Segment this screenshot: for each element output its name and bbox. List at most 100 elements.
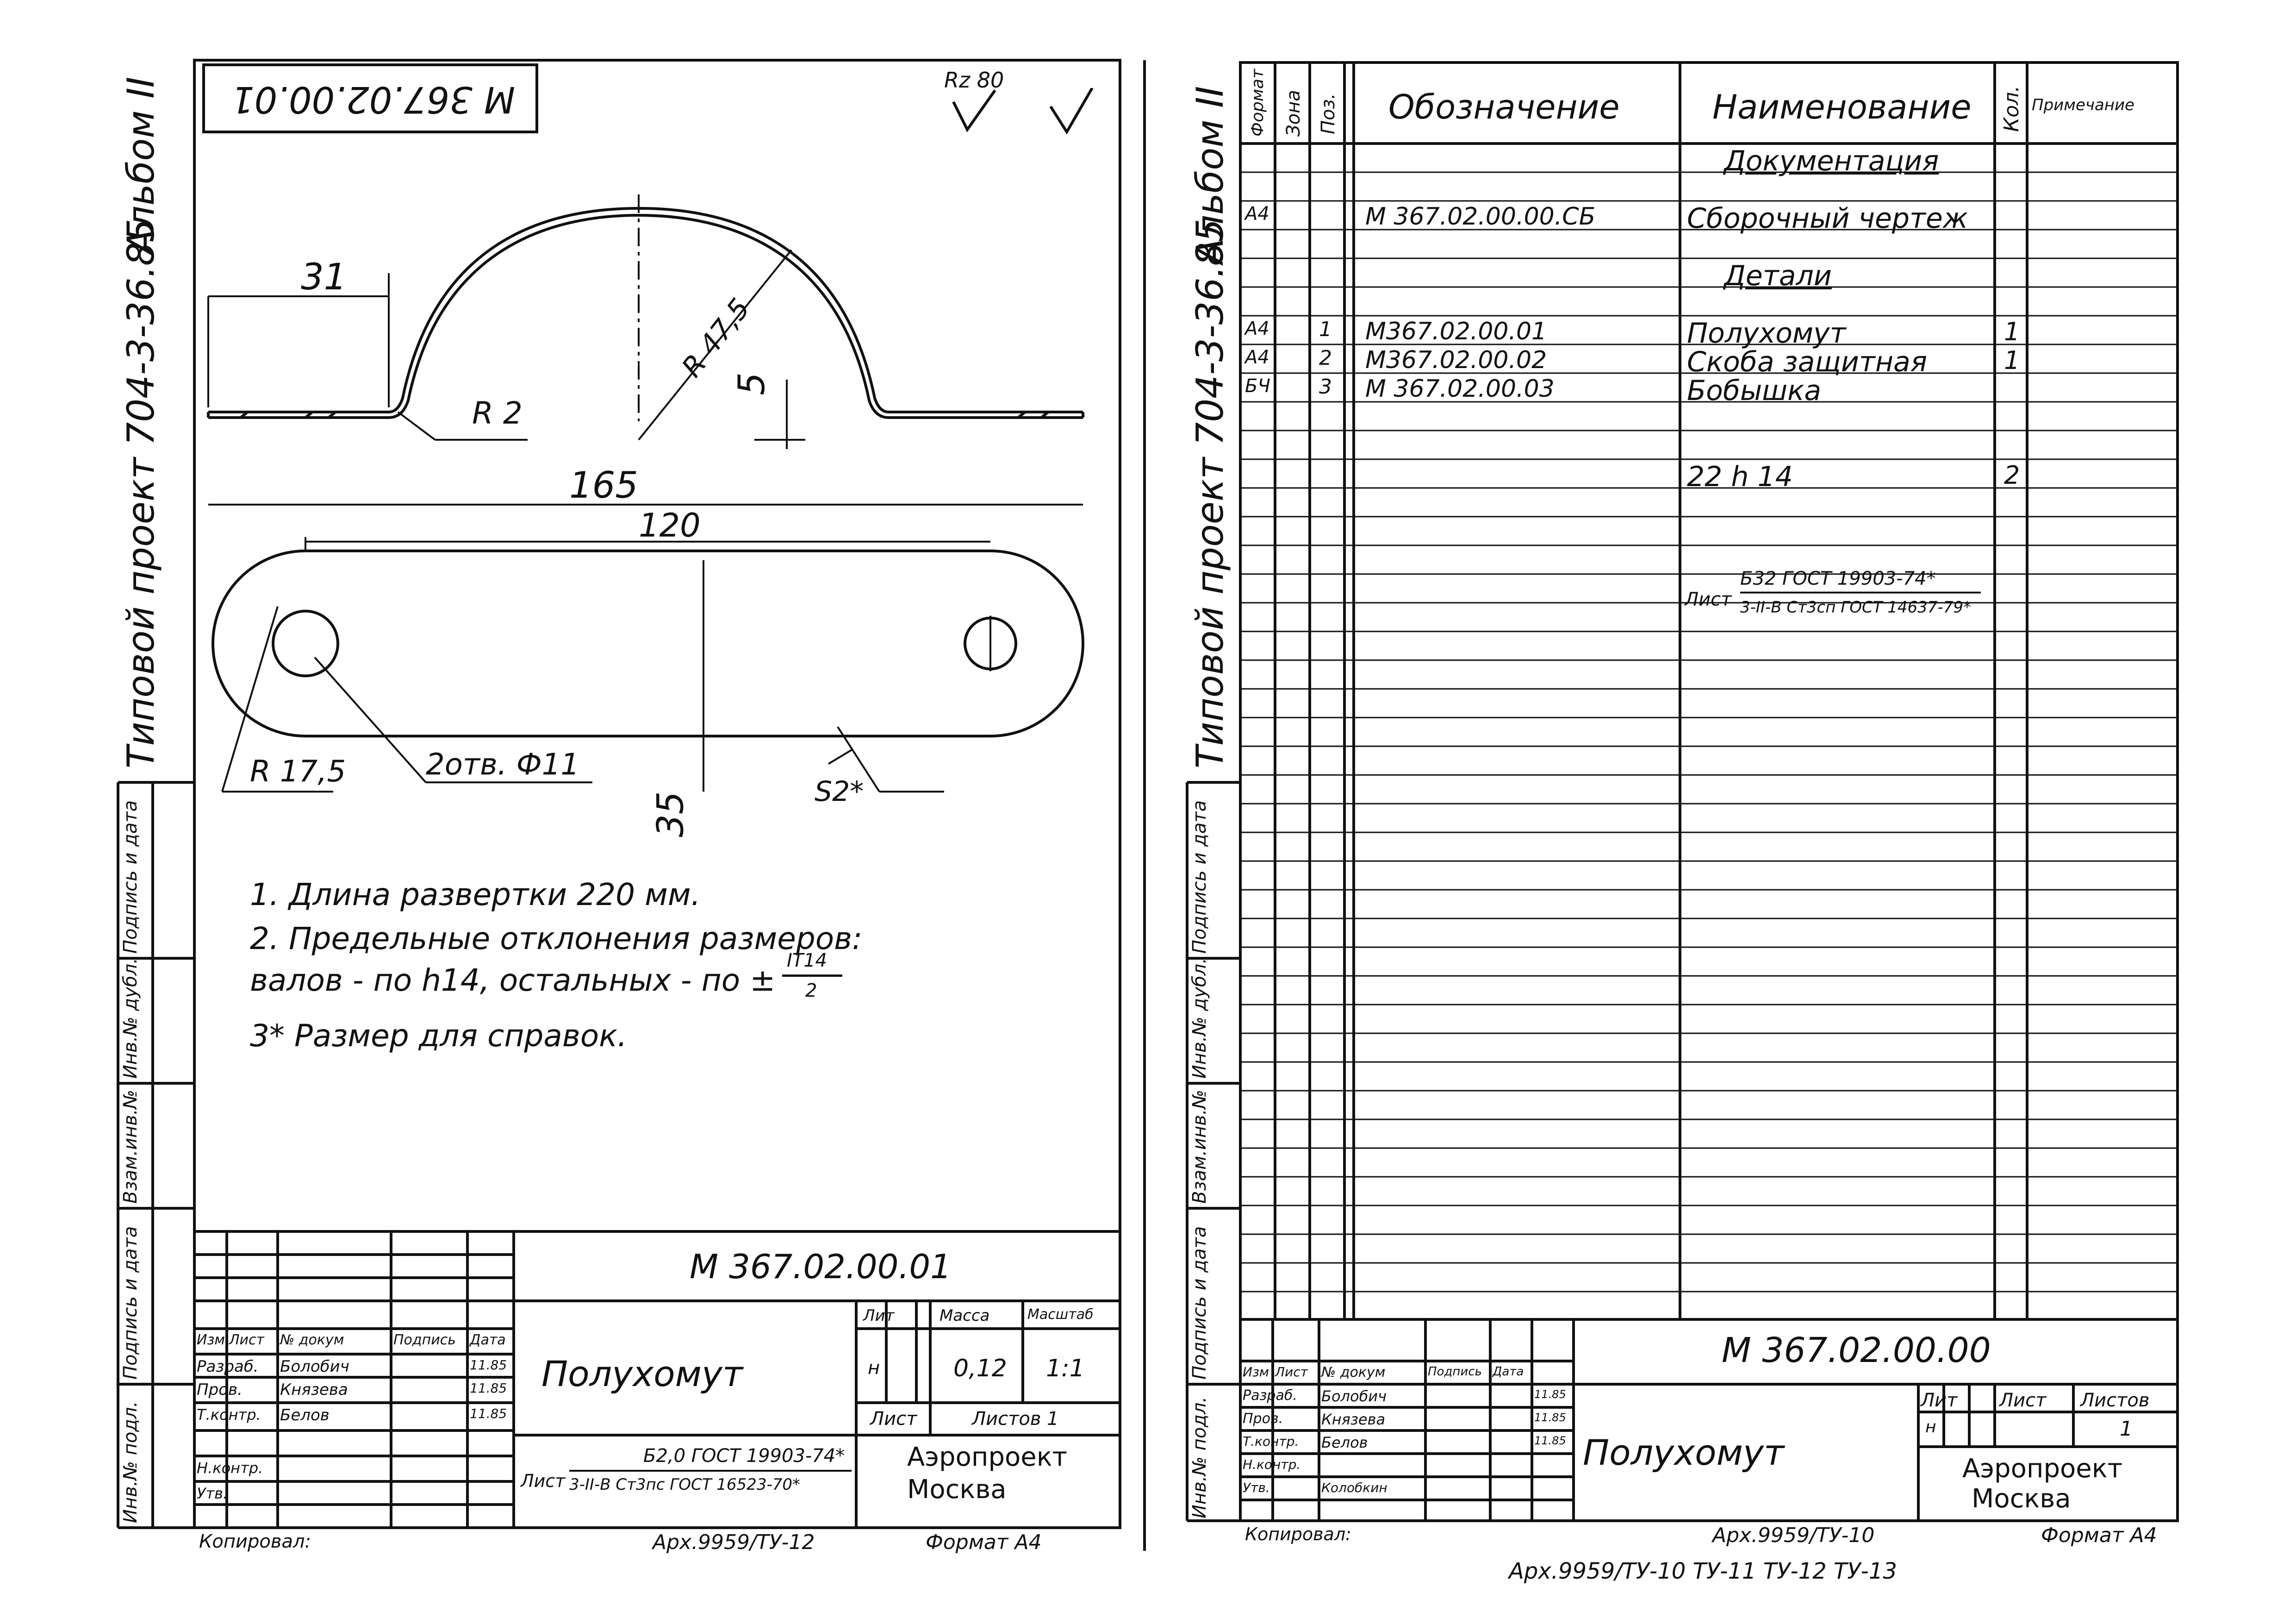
tb-left-name: Полухомут bbox=[541, 1353, 743, 1394]
spec-cell-name: Бобышка bbox=[1687, 375, 1822, 407]
tb-left-sheet-label: Лист bbox=[870, 1408, 917, 1430]
sheet-divider bbox=[1143, 60, 1146, 1551]
dim-holes: 2отв. Ф11 bbox=[426, 748, 580, 782]
spec-row-lines bbox=[1240, 171, 2178, 1293]
spec-cell-name: 22 h 14 bbox=[1687, 461, 1793, 493]
hdr-name: Наименование bbox=[1712, 87, 1972, 126]
spec-cell-des: М 367.02.00.03 bbox=[1365, 375, 1555, 403]
note-1: 1. Длина развертки 220 мм. bbox=[250, 877, 701, 912]
tb-left-r2-a: Пров. bbox=[197, 1380, 243, 1399]
tb-left-material-bar bbox=[569, 1470, 852, 1472]
footer-archive: Арх.9959/ТУ-10 ТУ-11 ТУ-12 ТУ-13 bbox=[1509, 1558, 1897, 1584]
hdr-zone: Зона bbox=[1283, 90, 1304, 137]
spec-cell-qty: 2 bbox=[2004, 461, 2020, 490]
tb-left-material-prefix: Лист bbox=[521, 1471, 566, 1491]
tb-left-city: Москва bbox=[907, 1474, 1007, 1505]
right-archive: Арх.9959/ТУ-10 bbox=[1712, 1524, 1875, 1547]
tb-left-r3-c: Белов bbox=[280, 1406, 330, 1424]
tb-right-r2-e: 11.85 bbox=[1534, 1411, 1566, 1424]
spec-cell-des: М 367.02.00.00.СБ bbox=[1365, 203, 1596, 231]
note-frac-num: IT14 bbox=[787, 950, 828, 971]
roughness-check-icon bbox=[952, 88, 1094, 135]
tb-right-r5-a: Утв. bbox=[1243, 1480, 1270, 1495]
spec-cell-name: Скоба защитная bbox=[1687, 346, 1927, 378]
tb-left-designation: М 367.02.00.01 bbox=[690, 1247, 952, 1286]
part-drawing bbox=[207, 194, 1084, 793]
tb-left-scale-label: Масштаб bbox=[1027, 1306, 1094, 1323]
spec-material-bar bbox=[1740, 592, 1981, 593]
spec-cell-pos: 3 bbox=[1319, 375, 1332, 399]
note-frac-bar bbox=[782, 974, 842, 977]
dim-165: 165 bbox=[569, 465, 638, 506]
spec-cell-des: М367.02.00.01 bbox=[1365, 318, 1547, 345]
tb-left-r0-a: Изм bbox=[197, 1332, 225, 1348]
tb-left-org: Аэропроект bbox=[907, 1442, 1068, 1472]
hdr-qty: Кол. bbox=[2000, 85, 2023, 132]
hdr-note: Примечание bbox=[2032, 96, 2134, 114]
tb-left-r0-e: Дата bbox=[470, 1332, 506, 1348]
tb-left-r2-e: 11.85 bbox=[470, 1380, 507, 1396]
tb-left-mass-label: Масса bbox=[940, 1306, 990, 1325]
tb-right-name: Полухомут bbox=[1583, 1432, 1785, 1473]
left-copied: Копировал: bbox=[199, 1531, 311, 1552]
tb-left-r1-c: Болобич bbox=[280, 1357, 349, 1376]
spec-cell-des: М367.02.00.02 bbox=[1365, 346, 1547, 374]
right-format: Формат А4 bbox=[2041, 1524, 2157, 1547]
tb-right-r3-c: Белов bbox=[1321, 1434, 1368, 1451]
tb-right-r3-a: Т.контр. bbox=[1243, 1434, 1299, 1449]
tb-right-sheet-label: Лист bbox=[1999, 1390, 2047, 1411]
tb-left-r3-e: 11.85 bbox=[470, 1406, 507, 1421]
tb-right-r1-e: 11.85 bbox=[1534, 1388, 1566, 1401]
tb-right-r0-d: Подпись bbox=[1428, 1365, 1482, 1379]
tb-left-lit-label: Лит bbox=[863, 1306, 895, 1325]
spec-material-top: Б32 ГОСТ 19903-74* bbox=[1740, 568, 1936, 589]
tb-right-lit-label: Лит bbox=[1921, 1390, 1958, 1411]
tb-left-mass: 0,12 bbox=[953, 1355, 1007, 1382]
right-album-label: Альбом II bbox=[1188, 86, 1232, 264]
tb-left-material-top: Б2,0 ГОСТ 19903-74* bbox=[643, 1445, 845, 1467]
dim-31: 31 bbox=[301, 256, 347, 298]
tb-left-r0-c: № докум bbox=[280, 1332, 344, 1348]
tb-right-lit: н bbox=[1925, 1418, 1936, 1437]
tb-right-org: Аэропроект bbox=[1962, 1454, 2123, 1484]
tb-left-scale: 1:1 bbox=[1046, 1355, 1085, 1382]
hdr-designation: Обозначение bbox=[1388, 87, 1620, 126]
hdr-format: Формат bbox=[1248, 69, 1267, 137]
tb-right-r2-c: Князева bbox=[1321, 1411, 1386, 1428]
r-stamp-dup-inv: Инв.№ дубл. bbox=[1189, 958, 1210, 1079]
spec-cell-fmt: А4 bbox=[1245, 318, 1269, 339]
tb-right-r2-a: Пров. bbox=[1243, 1411, 1283, 1427]
roughness-label: Rz 80 bbox=[944, 68, 1004, 93]
r-stamp-sign-date: Подпись и дата bbox=[1189, 800, 1210, 954]
tb-left-r0-d: Подпись bbox=[393, 1332, 456, 1348]
tb-right-r0-b: Лист bbox=[1275, 1364, 1308, 1380]
spec-material-prefix: Лист bbox=[1685, 589, 1732, 610]
r-stamp-sign-date-2: Подпись и дата bbox=[1189, 1226, 1210, 1380]
tb-right-r3-e: 11.85 bbox=[1534, 1434, 1566, 1447]
spec-cell-name: Документация bbox=[1724, 145, 1939, 177]
right-copied: Копировал: bbox=[1245, 1524, 1351, 1544]
tb-right-r4-a: Н.контр. bbox=[1243, 1457, 1301, 1472]
r-stamp-replace-inv: Взам.инв.№ bbox=[1189, 1089, 1210, 1204]
spec-cell-name: Сборочный чертеж bbox=[1687, 202, 1968, 235]
tb-left-r1-e: 11.85 bbox=[470, 1357, 507, 1373]
right-side-title: Типовой проект 704-3-36.85 bbox=[1188, 219, 1232, 768]
spec-material-bottom: 3-II-В Ст3сп ГОСТ 14637-79* bbox=[1740, 598, 1971, 617]
dim-r17: R 17,5 bbox=[250, 755, 346, 789]
spec-cell-pos: 1 bbox=[1319, 318, 1332, 341]
hdr-pos: Поз. bbox=[1318, 93, 1339, 134]
spec-cell-name: Детали bbox=[1724, 260, 1832, 292]
dim-120: 120 bbox=[639, 506, 701, 544]
tb-left-r5-a: Утв. bbox=[197, 1485, 228, 1502]
spec-cell-qty: 1 bbox=[2004, 346, 2020, 375]
spec-cell-fmt: А4 bbox=[1245, 347, 1269, 368]
tb-left-sheets-label: Листов 1 bbox=[972, 1408, 1059, 1430]
tb-right-r1-a: Разраб. bbox=[1243, 1387, 1297, 1404]
tb-right-r0-c: № докум bbox=[1321, 1364, 1386, 1380]
tb-right-r0-e: Дата bbox=[1493, 1365, 1524, 1379]
spec-cell-pos: 2 bbox=[1319, 346, 1332, 370]
dim-s2: S2* bbox=[815, 775, 864, 808]
tb-right-r1-c: Болобич bbox=[1321, 1387, 1387, 1405]
